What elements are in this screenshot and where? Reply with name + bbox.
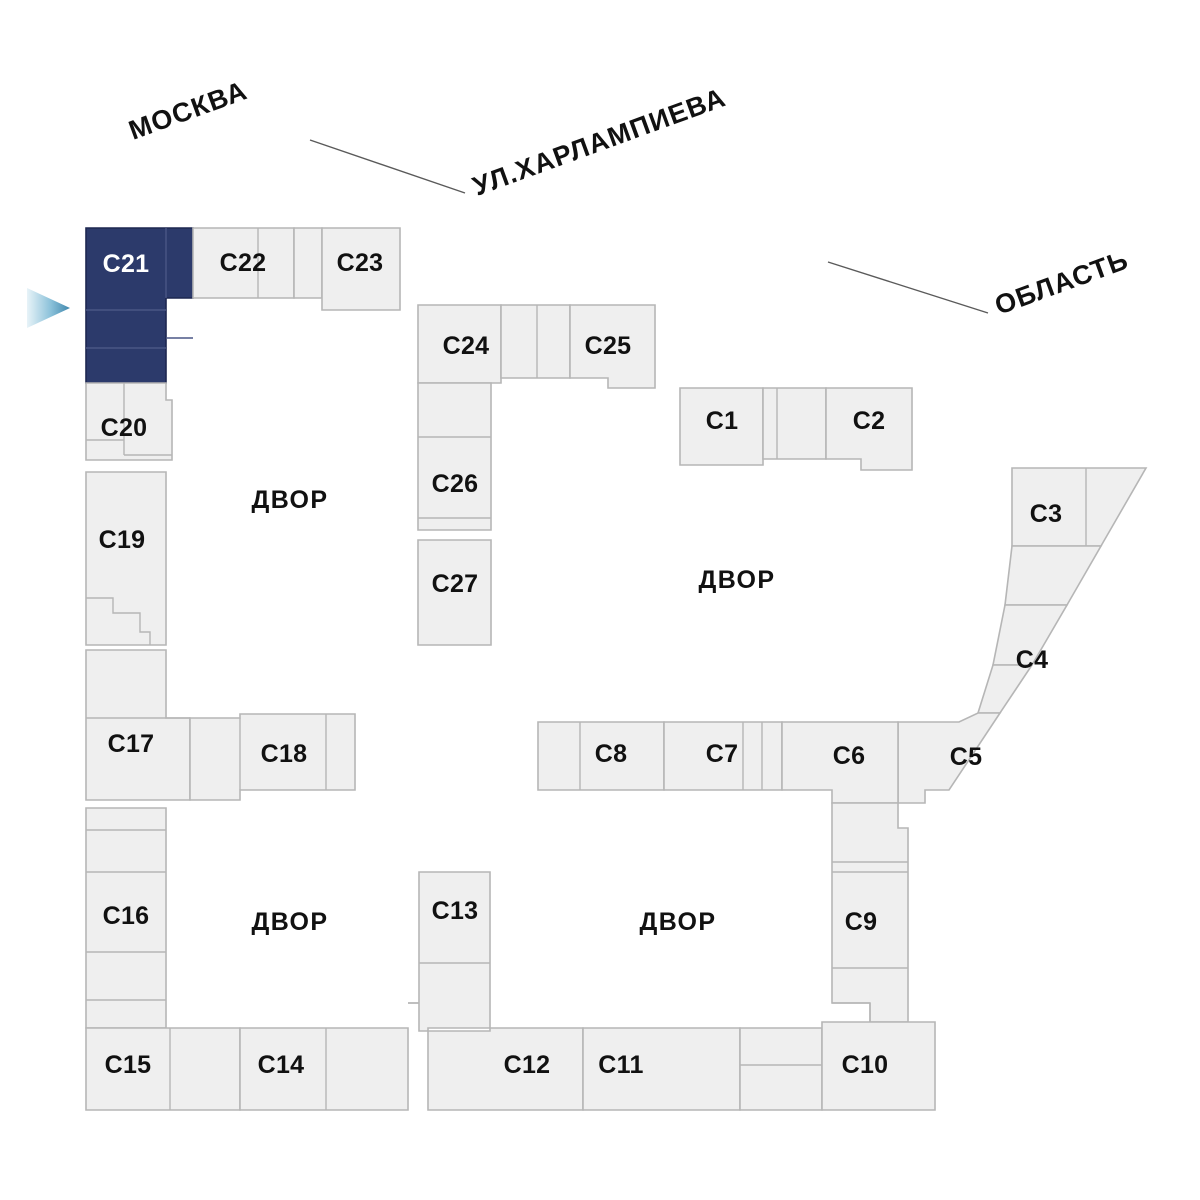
- block-C6-label: C6: [833, 742, 866, 770]
- block-C15[interactable]: C15: [85, 1027, 241, 1111]
- block-C8[interactable]: C8: [537, 721, 666, 791]
- block-C12-label: C12: [504, 1051, 551, 1079]
- block-C23-shape[interactable]: [321, 227, 401, 311]
- block-C20[interactable]: C20: [85, 382, 173, 461]
- block-C21-label: C21: [103, 250, 150, 278]
- block-C5-label: C5: [950, 743, 983, 771]
- block-C24-shape[interactable]: [417, 304, 502, 384]
- block-C2[interactable]: C2: [825, 387, 913, 471]
- block-C12[interactable]: C12: [427, 1027, 584, 1111]
- block-C21[interactable]: C21: [85, 227, 194, 384]
- block-C26[interactable]: C26: [417, 382, 492, 531]
- block-C23-label: C23: [337, 249, 384, 277]
- block-C16-dividers: [86, 829, 166, 1001]
- block-C9[interactable]: C9: [831, 802, 909, 1023]
- block-C20-dividers: [86, 383, 172, 456]
- block-C19-shape[interactable]: [85, 471, 167, 646]
- block-C11-label: C11: [598, 1051, 643, 1079]
- block-C18-label: C18: [261, 740, 308, 768]
- block-C25-shape[interactable]: [569, 304, 656, 389]
- street-label-oblast: ОБЛАСТЬ: [991, 245, 1133, 321]
- block-C10-label: C10: [842, 1051, 889, 1079]
- block-C7-dividers: [742, 722, 763, 790]
- block-C6[interactable]: C6: [781, 721, 899, 804]
- block-C27[interactable]: C27: [417, 539, 492, 646]
- block-C26-shape[interactable]: [417, 382, 492, 531]
- block-C19-step-notch: [86, 597, 151, 645]
- block-C19-label: C19: [99, 526, 146, 554]
- block-C16[interactable]: C16: [85, 807, 167, 1029]
- block-C4-label: C4: [1016, 646, 1049, 674]
- block-C22-annex-shape[interactable]: [293, 227, 323, 299]
- block-C26-label: C26: [432, 470, 479, 498]
- block-C18-shape[interactable]: [189, 713, 356, 801]
- block-C9-dividers: [832, 861, 908, 1022]
- street-label-moskva: МОСКВА: [125, 75, 252, 146]
- block-C14-shape[interactable]: [239, 1027, 409, 1111]
- block-C13[interactable]: C13: [408, 871, 491, 1032]
- block-C9-label: C9: [845, 908, 878, 936]
- block-C21-dividers: [86, 228, 193, 349]
- block-C11-annex-shape[interactable]: [739, 1027, 823, 1111]
- block-C2-shape[interactable]: [825, 387, 913, 471]
- block-C7[interactable]: C7: [663, 721, 783, 791]
- block-C22[interactable]: C22: [192, 227, 295, 299]
- leader-line-oblast: [827, 261, 989, 314]
- block-C11-annex[interactable]: [739, 1027, 823, 1111]
- block-C15-label: C15: [105, 1051, 152, 1079]
- block-C16-label: C16: [103, 902, 150, 930]
- block-C23[interactable]: C23: [321, 227, 401, 311]
- yard-label-southeast: ДВОР: [640, 908, 717, 936]
- block-C1[interactable]: C1: [679, 387, 764, 466]
- block-C24-label: C24: [443, 332, 490, 360]
- block-C18-dividers: [239, 714, 327, 790]
- block-C20-shape[interactable]: [85, 382, 173, 461]
- block-C24-annex-shape[interactable]: [500, 304, 571, 379]
- block-C3-annex[interactable]: [1004, 545, 1103, 606]
- block-C13-label: C13: [432, 897, 479, 925]
- block-C13-divider: [408, 962, 490, 1004]
- block-C18[interactable]: C18: [189, 713, 356, 801]
- block-C11[interactable]: C11: [582, 1027, 741, 1111]
- block-C22-label: C22: [220, 249, 267, 277]
- yard-label-northwest: ДВОР: [252, 486, 329, 514]
- yard-label-southwest: ДВОР: [252, 908, 329, 936]
- block-C20-label: C20: [101, 414, 148, 442]
- leader-line-moskva: [309, 139, 466, 194]
- block-C17-label: C17: [108, 730, 155, 758]
- block-C5-shape[interactable]: [897, 712, 1002, 804]
- block-C1-label: C1: [706, 407, 739, 435]
- block-C25[interactable]: C25: [569, 304, 656, 389]
- block-C3-label: C3: [1030, 500, 1063, 528]
- block-C24[interactable]: C24: [417, 304, 502, 384]
- block-C25-label: C25: [585, 332, 632, 360]
- block-C17-shape[interactable]: [85, 649, 191, 801]
- block-C3[interactable]: C3: [1011, 467, 1148, 547]
- block-C14-label: C14: [258, 1051, 305, 1079]
- street-label-kharlampieva: УЛ.ХАРЛАМПИЕВА: [469, 82, 730, 201]
- yard-label-northeast: ДВОР: [699, 566, 776, 594]
- block-C27-label: C27: [432, 570, 479, 598]
- block-C1-shape[interactable]: [679, 387, 764, 466]
- block-C7-label: C7: [706, 740, 739, 768]
- block-C27-shape[interactable]: [417, 539, 492, 646]
- block-C1-annex[interactable]: [762, 387, 827, 460]
- block-C17[interactable]: C17: [85, 649, 191, 801]
- block-C5[interactable]: C5: [897, 712, 1002, 804]
- block-C1-annex-shape[interactable]: [762, 387, 827, 460]
- selection-pointer-icon: [27, 288, 70, 328]
- block-C24-annex[interactable]: [500, 304, 571, 379]
- block-C2-label: C2: [853, 407, 886, 435]
- block-C26-dividers: [418, 436, 491, 519]
- block-C22-annex[interactable]: [293, 227, 323, 299]
- block-C10-shape[interactable]: [821, 1021, 936, 1111]
- yard-labels-group: ДВОР ДВОР ДВОР ДВОР: [252, 486, 776, 936]
- block-C10[interactable]: C10: [821, 1021, 936, 1111]
- block-C19[interactable]: C19: [85, 471, 167, 646]
- block-C14[interactable]: C14: [239, 1027, 409, 1111]
- block-C3-annex-shape[interactable]: [1004, 545, 1103, 606]
- street-leader-lines: [309, 139, 989, 314]
- block-C8-label: C8: [595, 740, 628, 768]
- block-C13-shape[interactable]: [408, 871, 491, 1032]
